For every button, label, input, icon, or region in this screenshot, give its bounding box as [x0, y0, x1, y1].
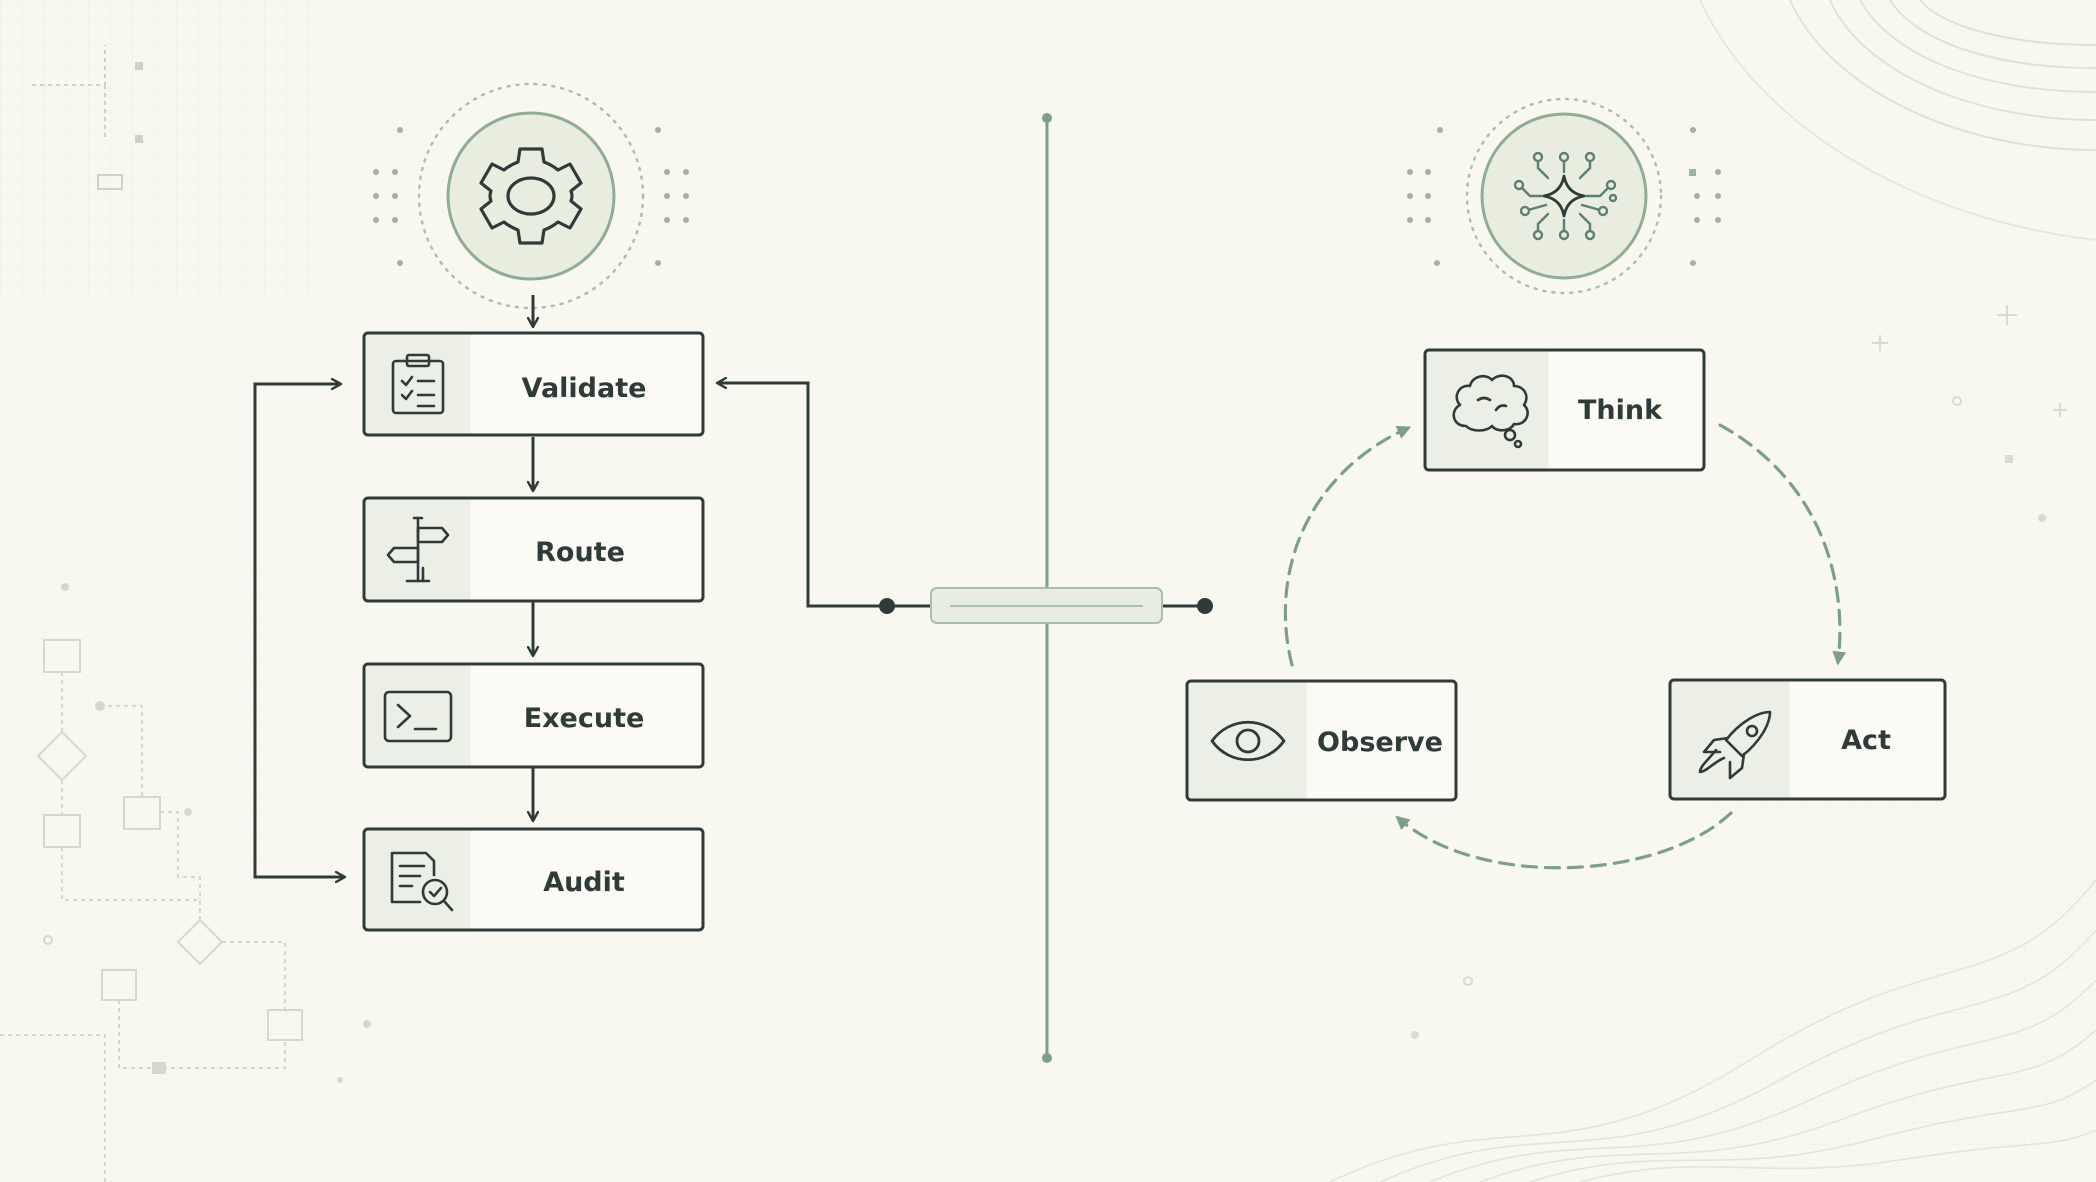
- ai-circuit-sparkle-icon: [1407, 97, 1721, 295]
- step-label: Observe: [1317, 727, 1443, 758]
- step-label: Validate: [522, 373, 647, 404]
- flow-step-execute[interactable]: Execute: [362, 662, 705, 769]
- step-label: Route: [535, 537, 625, 568]
- flow-step-audit[interactable]: Audit: [362, 827, 705, 932]
- step-label: Execute: [524, 703, 645, 734]
- step-label: Act: [1841, 725, 1891, 756]
- clipboard-checklist-icon: [391, 353, 445, 415]
- signpost-icon: [386, 516, 450, 583]
- right-loop-connectors: [1283, 423, 1847, 870]
- loop-step-act[interactable]: Act: [1668, 678, 1947, 801]
- terminal-icon: [383, 690, 453, 743]
- flow-step-validate[interactable]: Validate: [362, 331, 705, 437]
- loop-step-observe[interactable]: Observe: [1185, 679, 1458, 802]
- step-label: Audit: [543, 867, 625, 898]
- flow-step-route[interactable]: Route: [362, 496, 705, 603]
- bridge-connector: [879, 587, 1213, 624]
- thought-cloud-icon: [1452, 374, 1529, 449]
- gear-icon: [373, 82, 689, 310]
- left-flow-connectors: [253, 295, 887, 877]
- step-label: Think: [1578, 395, 1663, 426]
- document-search-icon: [390, 851, 454, 912]
- loop-step-think[interactable]: Think: [1423, 348, 1706, 472]
- eye-icon: [1210, 720, 1286, 762]
- rocket-icon: [1698, 710, 1772, 780]
